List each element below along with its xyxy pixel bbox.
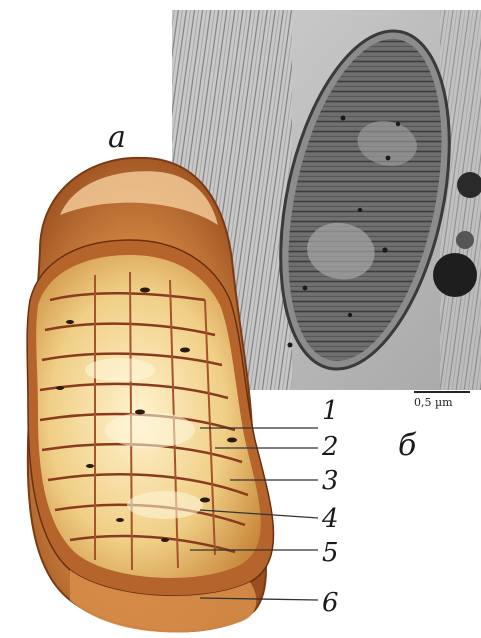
scale-bar-label: 0,5 µm [414,396,453,409]
micrograph-granule [433,253,477,297]
callout-label-6: 6 [322,590,339,616]
callout-label-5: 5 [322,540,339,566]
panel-label-a: а [108,120,126,155]
panel-label-b: б [398,428,416,463]
callout-label-2: 2 [322,434,339,460]
micrograph-granule-3 [456,231,474,249]
callout-label-4: 4 [322,506,339,532]
callout-label-3: 3 [322,468,339,494]
callout-label-1: 1 [322,398,339,424]
membrane-texture-right [440,10,481,390]
